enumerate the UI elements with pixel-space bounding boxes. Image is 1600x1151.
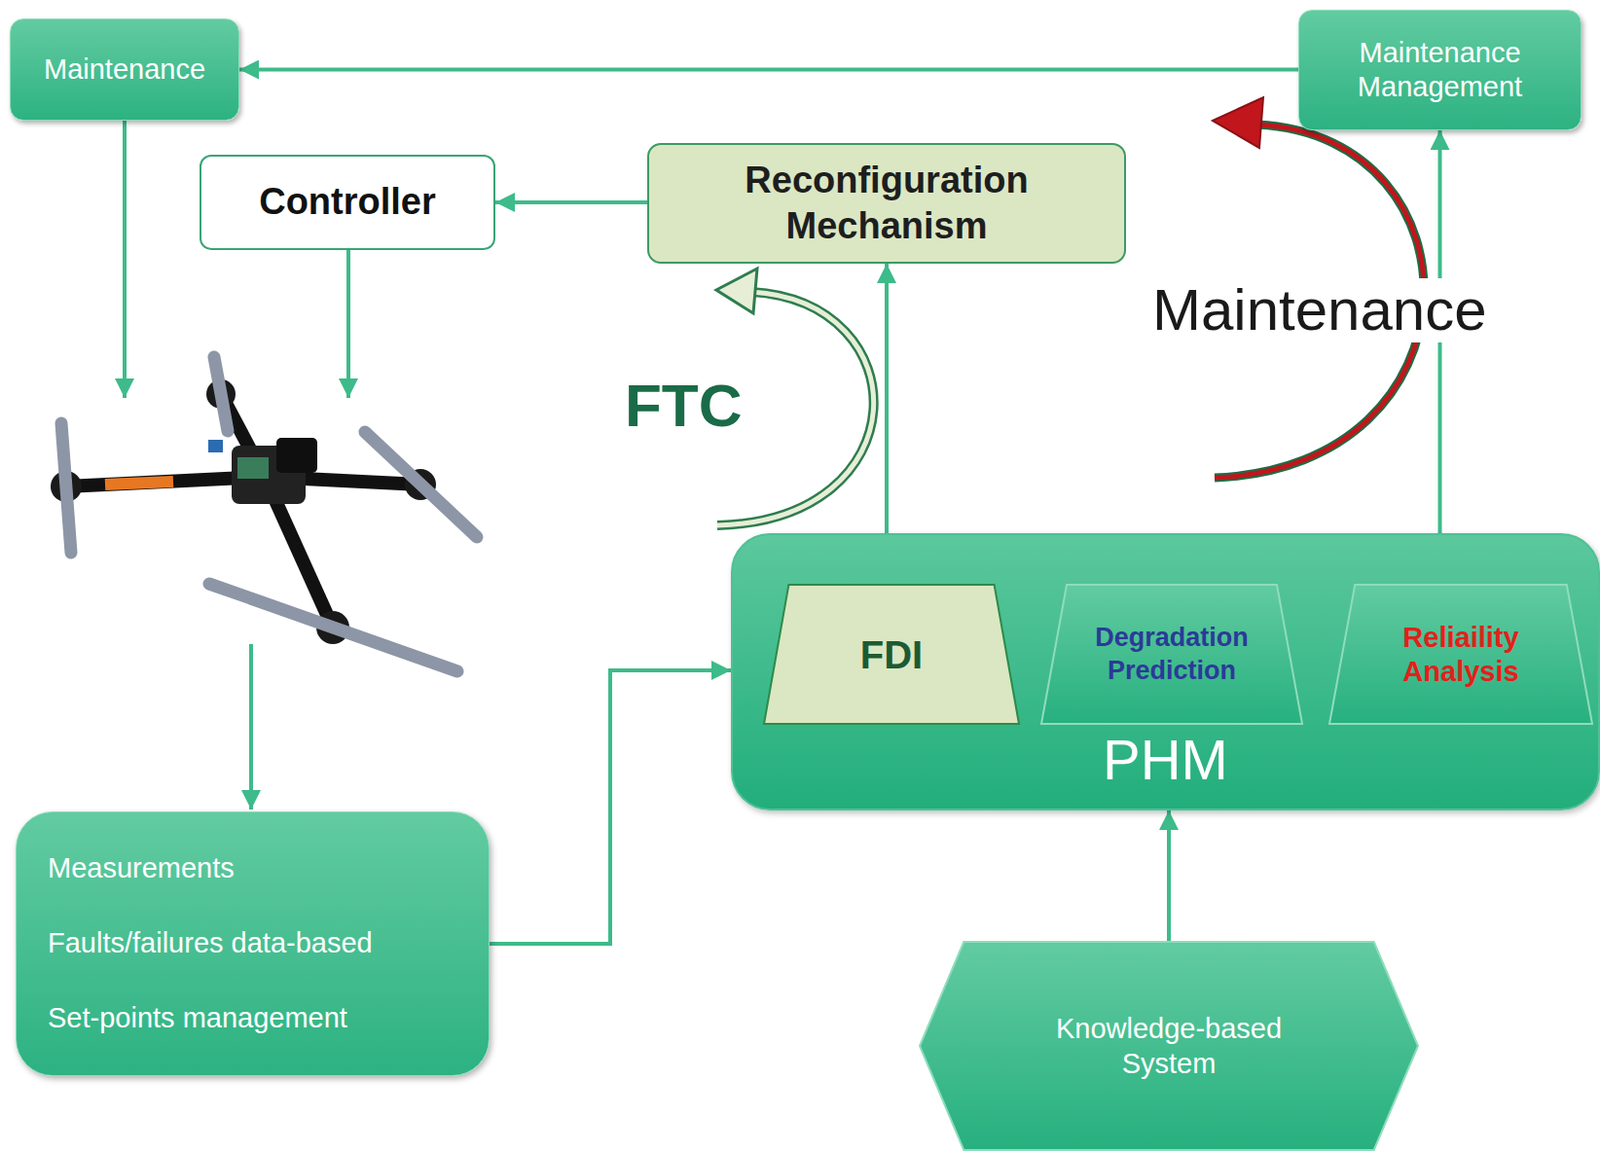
knowledge-hexagon: Knowledge-based System [918, 941, 1419, 1151]
loop-label: FTC [624, 372, 743, 439]
trapezoid-outline [1040, 583, 1304, 726]
reliability-trapezoid: Reliaility Analysis [1328, 583, 1594, 726]
measurements-box: MeasurementsFaults/failures data-basedSe… [15, 811, 490, 1077]
loop-label: Maintenance [1148, 278, 1491, 343]
fdi-trapezoid: FDI [763, 583, 1020, 726]
node-text: Measurements [47, 851, 235, 886]
node-text: FDI [860, 631, 923, 679]
controller-box: Controller [199, 154, 496, 251]
node-text: Maintenance Management [1309, 36, 1571, 105]
drone-sensor [208, 439, 223, 453]
shape-fill [1329, 584, 1593, 725]
drone-battery [276, 437, 318, 473]
node-text: Degradation Prediction [1069, 621, 1274, 689]
reconfiguration-box: Reconfiguration Mechanism [647, 143, 1127, 264]
quadcopter [50, 357, 477, 672]
maintenance-box: Maintenance [9, 18, 240, 121]
connector-arrow [1166, 810, 1171, 942]
drone-propeller [214, 357, 228, 432]
degradation-trapezoid: Degradation Prediction [1040, 583, 1304, 726]
drone-propeller [364, 432, 477, 538]
ftc-arrowhead [716, 268, 758, 314]
node-text: PHM [1102, 727, 1229, 794]
controller-to-drone-arrow [346, 250, 351, 399]
shape-fill [1041, 584, 1303, 725]
node-text: Controller [258, 180, 437, 225]
shape-fill [763, 584, 1019, 725]
hexagon-outline [918, 941, 1419, 1151]
drone-circuit-board [237, 457, 269, 479]
connector-arrow [495, 200, 648, 205]
drone-arm-stripe [105, 481, 174, 485]
shape-fill [919, 942, 1419, 1151]
phm-panel: PHM FDI Degradation Prediction Reliaility A… [730, 533, 1600, 811]
drone-propeller [61, 423, 72, 553]
node-text: Maintenance [43, 52, 206, 87]
connector-arrow [239, 68, 1299, 73]
maintenance-arrowhead [1212, 97, 1264, 148]
node-text: Reconfiguration Mechanism [662, 157, 1111, 251]
node-text: Knowledge-based System [1025, 1011, 1312, 1083]
drone-to-measurements-arrow [249, 644, 254, 810]
node-text: Reliaility Analysis [1357, 620, 1564, 690]
drone-propeller [209, 583, 458, 672]
connector-arrow [884, 263, 889, 534]
node-text: Set-points management [47, 1001, 348, 1036]
connector-arrow [489, 670, 731, 945]
node-text: Faults/failures data-based [47, 926, 373, 961]
maintenance-to-drone-arrow [122, 120, 127, 399]
maintenance-management-box: Maintenance Management [1298, 9, 1582, 131]
trapezoid-outline [1328, 583, 1594, 726]
